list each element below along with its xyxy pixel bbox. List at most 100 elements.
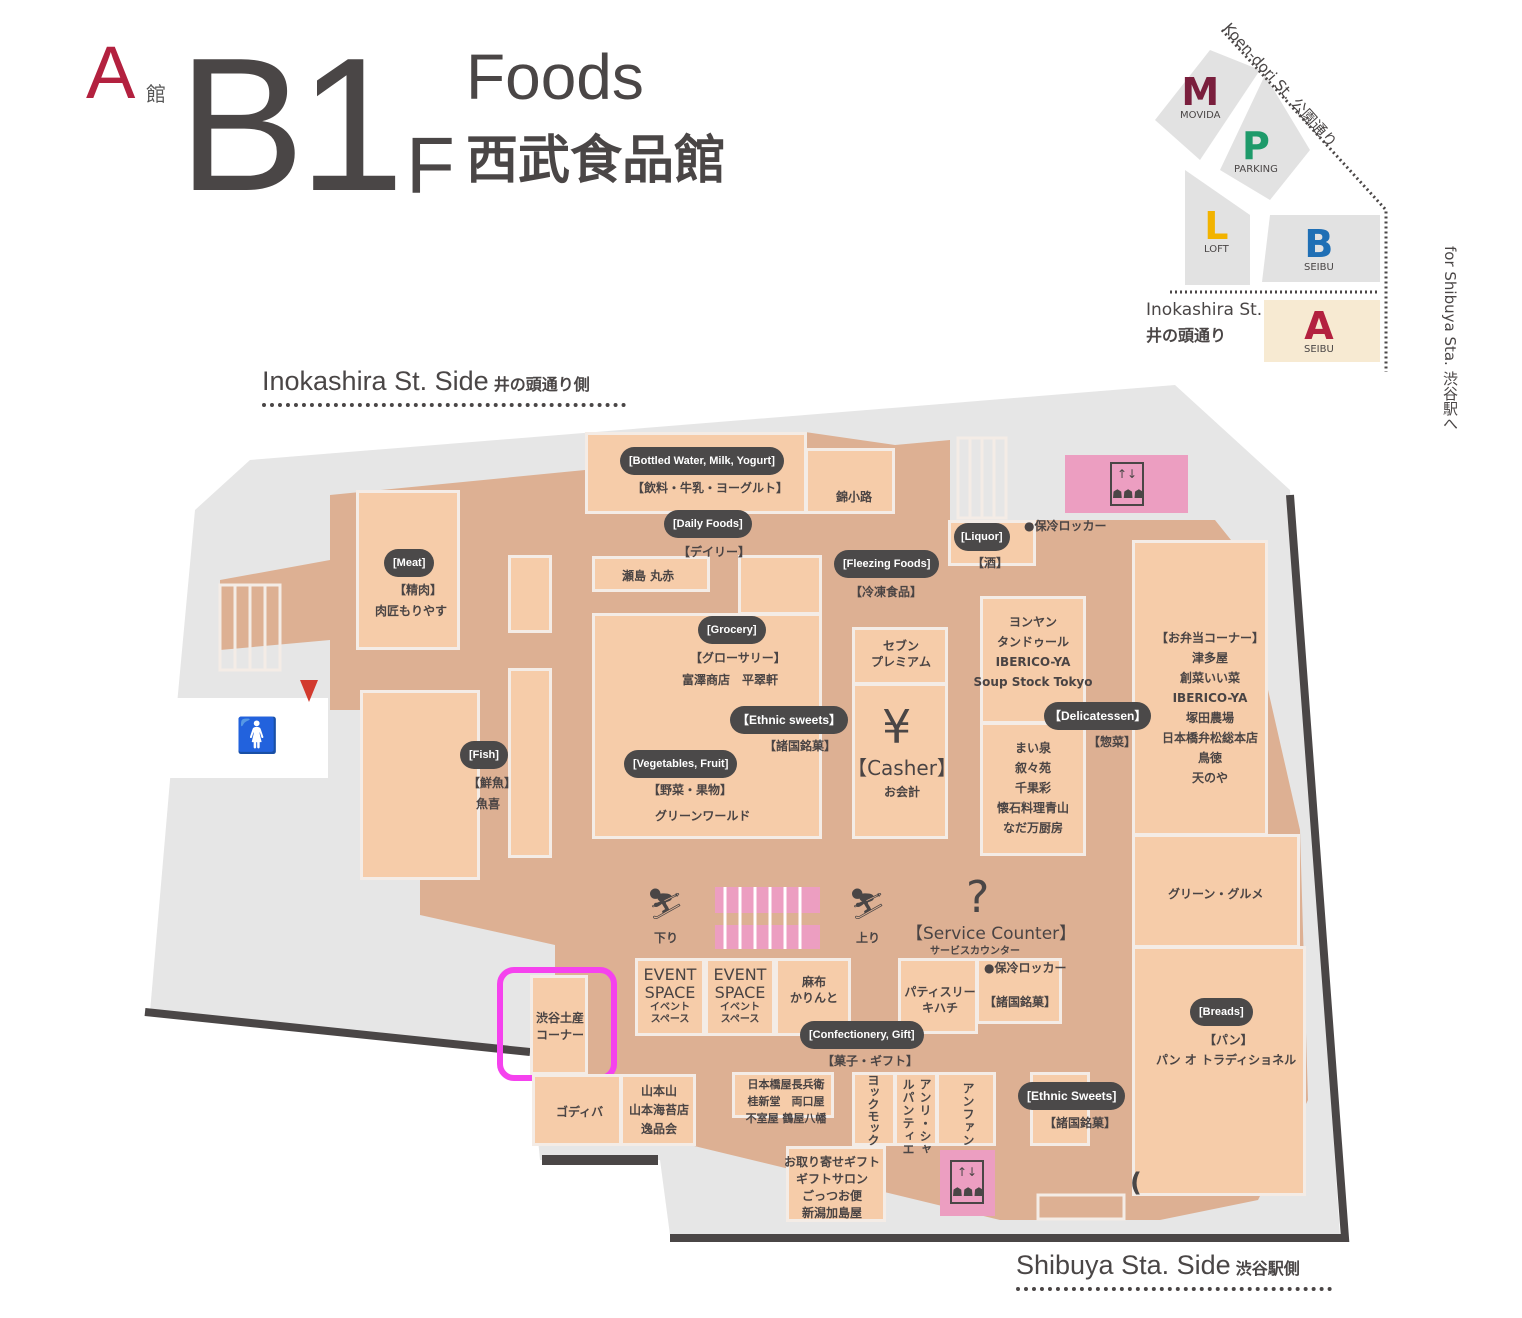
escalator-down-icon[interactable]: ⛷ — [646, 887, 685, 922]
category-casher-jp: お会計 — [883, 785, 920, 799]
shop-karinto: 麻布かりんと — [789, 975, 838, 1005]
service-counter[interactable]: 【Service Counter】 — [906, 924, 1077, 944]
category-freezing[interactable]: [Fleezing Foods] — [834, 550, 940, 578]
category-bottled[interactable]: [Bottled Water, Milk, Yogurt] — [620, 447, 784, 475]
yen-icon: ¥ — [882, 700, 912, 754]
shop-block-casher — [852, 683, 948, 839]
shop-block-kamaboko — [592, 556, 710, 592]
shop-seven-premium: セブンプレミアム — [870, 639, 931, 669]
street-shibuya-sta: for Shibuya Sta. 渋谷駅へ — [1441, 246, 1459, 431]
category-ethnic-sweets-2[interactable]: [Ethnic Sweets] — [1018, 1082, 1126, 1110]
shop-breads: パン オ トラディショネル — [1156, 1053, 1297, 1067]
category-meat[interactable]: [Meat] — [384, 549, 435, 577]
restroom-woman-icon: 🚺 — [236, 716, 279, 756]
side-label-bottom: Shibuya Sta. Side 渋谷駅側 — [1016, 1250, 1332, 1291]
category-freezing-jp: 【冷凍食品】 — [850, 585, 923, 599]
category-liquor[interactable]: [Liquor] — [954, 523, 1010, 551]
shop-yokumoku: ヨックモック — [866, 1074, 880, 1146]
shop-block-freezing — [738, 555, 822, 615]
category-ethnic-sweets[interactable]: 【Ethnic sweets】 — [730, 706, 849, 734]
shop-block-nishiki — [805, 448, 895, 514]
category-grocery[interactable]: [Grocery] — [698, 616, 766, 644]
shop-block-shibuya — [530, 975, 588, 1075]
floor-suffix: F — [406, 121, 455, 210]
shop-block-anfan — [936, 1072, 996, 1146]
title-jp: 西武食品館 — [466, 131, 727, 191]
category-delicatessen[interactable]: 【Delicatessen】 — [1044, 702, 1152, 730]
category-breads-jp: 【パン】 — [1204, 1033, 1253, 1047]
question-icon: ? — [966, 872, 990, 923]
shop-block-deli-b — [980, 722, 1086, 856]
shop-vegetables: グリーンワールド — [655, 809, 751, 823]
category-meat-jp: 【精肉】 — [394, 583, 443, 597]
side-label-top: Inokashira St. Side 井の頭通り側 — [262, 366, 626, 407]
category-ethnic-sweets-jp: 【諸国銘菓】 — [764, 739, 837, 753]
category-liquor-jp: 【酒】 — [972, 556, 1009, 570]
cold-locker-2: ●保冷ロッカー — [984, 961, 1067, 975]
shop-godiva: ゴディバ — [556, 1105, 604, 1119]
elevator-icon[interactable]: ↑↓☗☗☗ — [1110, 462, 1144, 506]
category-vegetables[interactable]: [Vegetables, Fruit] — [624, 750, 738, 778]
service-counter-jp: サービスカウンター — [930, 946, 1020, 957]
shop-green-gourmet: グリーン・グルメ — [1168, 887, 1264, 901]
title-en: Foods — [466, 41, 644, 113]
shop-yamamoto: 山本山山本海苔店逸品会 — [628, 1084, 689, 1136]
floor-label: B1 — [178, 19, 404, 231]
street-inokashira-en: Inokashira St. — [1146, 300, 1263, 320]
shop-henri: アンリ・シャルパンティエ — [901, 1078, 932, 1156]
escalator-down-label: 下り — [654, 931, 679, 945]
shop-ethnic-small: 【諸国銘菓】 — [984, 995, 1057, 1009]
elevator-icon[interactable]: ↑↓☗☗☗ — [950, 1160, 984, 1204]
shop-block-gift-salon — [786, 1146, 886, 1222]
shop-anfan: アンファン — [961, 1082, 975, 1147]
category-confectionery-jp: 【菓子・ギフト】 — [822, 1054, 919, 1068]
escalator-up-label: 上り — [856, 931, 881, 945]
shop-block-event2 — [705, 958, 775, 1036]
shop-block-aisle1 — [508, 555, 552, 633]
shop-nishiki: 錦小路 — [836, 490, 873, 504]
building-letter: A — [86, 31, 136, 114]
shop-block-ethnic-small — [976, 958, 1062, 1024]
cold-locker-1: ●保冷ロッカー — [1024, 519, 1107, 533]
category-grocery-jp: 【グローサリー】 — [690, 651, 786, 665]
phone-icon: ( — [1130, 1168, 1142, 1198]
shop-nihonbashi: 日本橋屋長兵衛桂新堂 両口屋不室屋 鶴屋八幡 — [745, 1078, 827, 1125]
category-vegetables-jp: 【野菜・果物】 — [648, 783, 733, 797]
category-daily[interactable]: [Daily Foods] — [664, 510, 752, 538]
category-bottled-jp: 【飲料・牛乳・ヨーグルト】 — [632, 481, 789, 495]
category-confectionery[interactable]: [Confectionery, Gift] — [800, 1021, 924, 1049]
category-ethnic-sweets-2-jp: 【諸国銘菓】 — [1044, 1116, 1117, 1130]
shop-gift-salon: お取り寄せギフトギフトサロンごっつお便新潟加島屋 — [784, 1155, 881, 1220]
shop-block-event1 — [635, 958, 705, 1036]
escalator-up-icon[interactable]: ⛷ — [848, 887, 887, 922]
shop-list-deli-b: まい泉叙々苑千果彩懐石料理青山なだ万厨房 — [996, 741, 1069, 835]
shop-fish: 魚喜 — [476, 797, 501, 811]
category-breads[interactable]: [Breads] — [1190, 998, 1253, 1026]
shop-block-nihonbashi — [732, 1072, 834, 1118]
shop-meat: 肉匠もりやす — [375, 604, 448, 618]
shop-grocery: 富澤商店 平翠軒 — [682, 673, 779, 687]
shop-kamaboko: 瀬島 丸赤 — [622, 569, 675, 583]
shop-patisserie: パティスリーキハチ — [904, 985, 976, 1015]
shop-block-breads — [1132, 946, 1306, 1196]
category-delicatessen-jp: 【惣菜】 — [1088, 735, 1137, 749]
shop-shibuya-souvenir: 渋谷土産コーナー — [535, 1011, 584, 1042]
shop-block-aisle2 — [508, 668, 552, 858]
shop-block-bento — [1132, 540, 1268, 836]
category-fish[interactable]: [Fish] — [460, 741, 508, 769]
category-daily-jp: 【デイリー】 — [678, 545, 751, 559]
shop-block-green-gourmet — [1132, 834, 1300, 948]
street-inokashira-jp: 井の頭通り — [1146, 326, 1227, 345]
building-kanji: 館 — [146, 82, 166, 106]
category-fish-jp: 【鮮魚】 — [468, 776, 517, 790]
